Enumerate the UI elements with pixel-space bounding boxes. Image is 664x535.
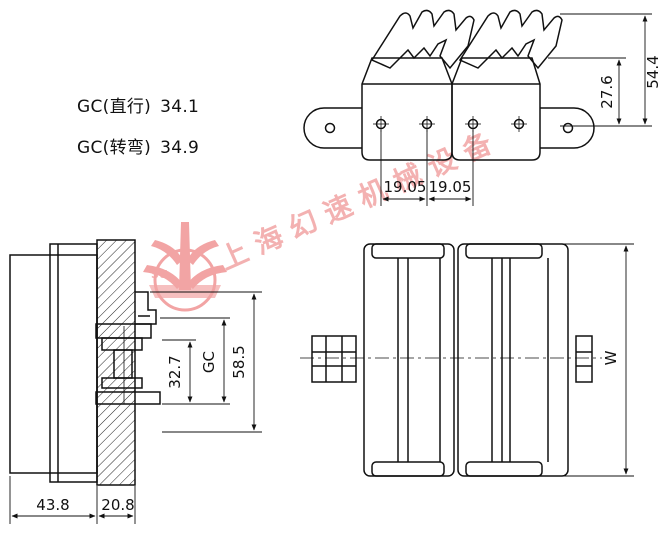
watermark-company: 上海幻速机械设备 — [214, 123, 505, 277]
side-hatched-plate — [96, 239, 136, 486]
spec-straight-label: GC(直行) — [77, 97, 152, 117]
spec-straight-value: 34.1 — [160, 97, 200, 117]
spec-straight: GC(直行) 34.1 — [77, 92, 199, 117]
top-lug-hole-left — [324, 122, 336, 134]
side-view — [9, 239, 161, 486]
dim-plate-width: 20.8 — [101, 496, 134, 514]
side-link-bottom — [95, 391, 161, 405]
front-module-left-cap — [371, 243, 445, 259]
front-module-left-foot — [371, 461, 445, 477]
dim-height-total: 54.4 — [644, 55, 662, 88]
spec-turning-label: GC(转弯) — [77, 138, 152, 158]
spec-turning: GC(转弯) 34.9 — [77, 133, 199, 158]
top-fingers-right — [458, 9, 563, 70]
top-lug-right — [540, 107, 595, 149]
front-module-right-foot — [465, 461, 543, 477]
top-lug-left — [303, 107, 362, 149]
dim-pitch-left: 19.05 — [384, 178, 427, 196]
side-finger-bracket — [135, 291, 157, 325]
watermark-logo: SU — [143, 222, 227, 312]
dim-depth-b: 58.5 — [230, 345, 248, 378]
top-lug-hole-right — [562, 122, 574, 134]
side-guide-frame — [49, 243, 98, 483]
dim-gc: GC — [200, 351, 218, 373]
side-dimensions — [9, 291, 262, 524]
front-module-right — [457, 243, 569, 477]
top-dimensions — [380, 13, 652, 206]
dim-pitch-right: 19.05 — [429, 178, 472, 196]
watermark: SU 上海幻速机械设备 — [143, 123, 506, 312]
front-module-right-cap — [465, 243, 543, 259]
top-view — [303, 9, 595, 161]
dim-width: W — [602, 350, 620, 365]
spec-turning-value: 34.9 — [160, 138, 200, 158]
front-dimensions — [560, 243, 634, 477]
side-guide-block — [9, 254, 98, 474]
dim-height-body: 27.6 — [598, 75, 616, 108]
side-pin-lower — [101, 377, 143, 389]
front-stub-left — [311, 335, 357, 383]
dim-base-width: 43.8 — [36, 496, 69, 514]
top-body-right — [451, 57, 541, 161]
dim-depth-a: 32.7 — [166, 355, 184, 388]
top-body-left — [361, 57, 453, 161]
watermark-logo-text: SU — [151, 268, 168, 281]
top-crosshairs — [373, 116, 527, 132]
front-view — [311, 243, 593, 477]
top-fingers-left — [370, 9, 475, 70]
front-stub-right — [575, 335, 593, 383]
